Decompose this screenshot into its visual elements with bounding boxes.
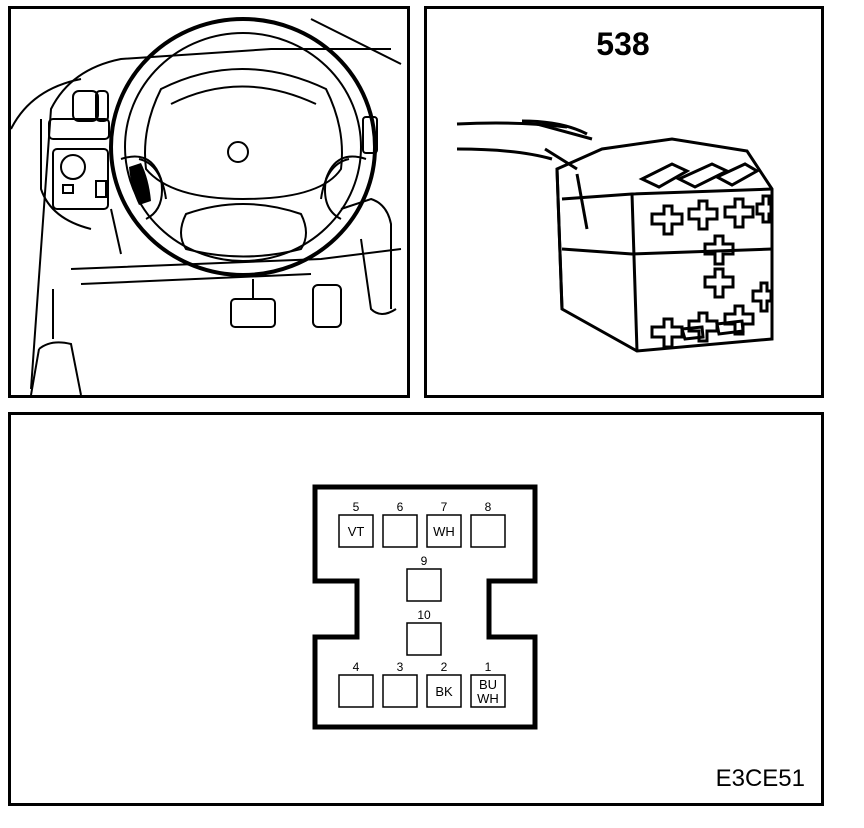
pinout-panel: 5 VT 6 7 WH 8 9 10 <box>8 412 824 806</box>
pin-1-wire-color: BU <box>479 677 497 692</box>
pin-3-number: 3 <box>397 660 404 674</box>
connector-illustration: 538 <box>456 26 774 353</box>
pin-8-cavity <box>470 514 506 548</box>
pin-9-cavity <box>406 568 442 602</box>
pin-2: 2 BK <box>426 660 462 708</box>
pin-7: 7 WH <box>426 500 462 548</box>
pin-7-wire-color: WH <box>433 524 455 539</box>
pin-4-number: 4 <box>353 660 360 674</box>
pin-6: 6 <box>382 500 418 548</box>
pin-6-cavity <box>382 514 418 548</box>
pin-7-number: 7 <box>441 500 448 514</box>
pin-2-wire-color: BK <box>435 684 453 699</box>
pin-4-cavity <box>338 674 374 708</box>
pin-3: 3 <box>382 660 418 708</box>
pin-5-number: 5 <box>353 500 360 514</box>
pin-9: 9 <box>406 554 442 602</box>
pin-6-number: 6 <box>397 500 404 514</box>
pin-5-cavity <box>338 514 374 548</box>
pin-7-cavity <box>426 514 462 548</box>
connector-view-panel: 538 <box>424 6 824 398</box>
pin-10-number: 10 <box>417 608 431 622</box>
pin-1: 1 BU WH <box>470 660 506 708</box>
pin-10: 10 <box>406 608 442 656</box>
pin-4: 4 <box>338 660 374 708</box>
pin-10-cavity <box>406 622 442 656</box>
pin-1-wire-color-2: WH <box>477 691 499 706</box>
dashboard-location-panel <box>8 6 410 398</box>
pin-8: 8 <box>470 500 506 548</box>
pin-5: 5 VT <box>338 500 374 548</box>
pin-3-cavity <box>382 674 418 708</box>
dashboard-illustration <box>11 17 402 395</box>
pin-8-number: 8 <box>485 500 492 514</box>
pin-1-cavity <box>470 674 506 708</box>
connector-number: 538 <box>596 26 649 62</box>
pin-2-cavity <box>426 674 462 708</box>
pin-5-wire-color: VT <box>348 524 365 539</box>
pin-2-number: 2 <box>441 660 448 674</box>
pin-1-number: 1 <box>485 660 492 674</box>
pinout-diagram: 5 VT 6 7 WH 8 9 10 <box>312 484 538 730</box>
figure-code: E3CE51 <box>715 765 805 792</box>
pin-9-number: 9 <box>421 554 428 568</box>
